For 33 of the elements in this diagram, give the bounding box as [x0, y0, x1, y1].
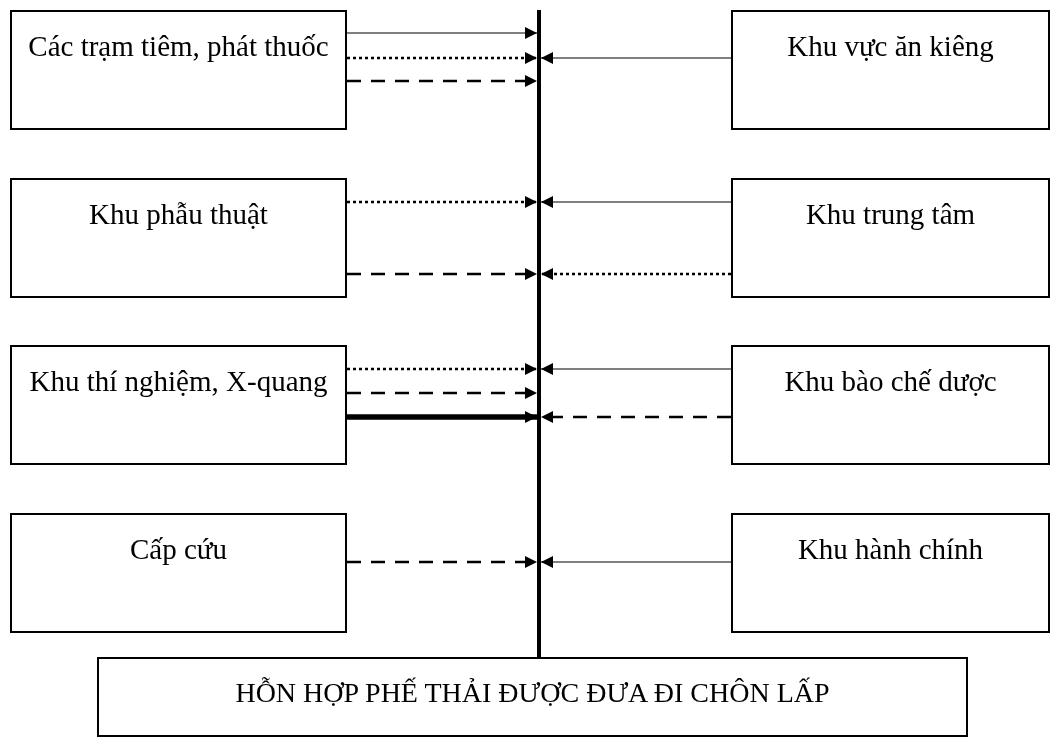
arrow: [540, 556, 732, 568]
box-label: Cấp cứu: [129, 532, 228, 567]
area-box: [10, 10, 347, 130]
box-label: Khu hành chính: [797, 532, 984, 567]
area-box: [731, 345, 1050, 465]
arrow: [347, 363, 537, 375]
area-box: [731, 10, 1050, 130]
arrow: [347, 268, 537, 280]
area-box: [10, 345, 347, 465]
box-label: HỖN HỢP PHẾ THẢI ĐƯỢC ĐƯA ĐI CHÔN LẤP: [235, 676, 830, 710]
arrow: [346, 27, 538, 39]
box-label: Khu vực ăn kiêng: [787, 29, 994, 64]
arrow: [540, 52, 732, 64]
box-label: Khu thí nghiệm, X-quang: [29, 364, 328, 399]
arrow: [347, 52, 537, 64]
box-label: Các trạm tiêm, phát thuốc: [28, 29, 329, 64]
area-box: [731, 513, 1050, 633]
area-box: [731, 178, 1050, 298]
area-box: [10, 178, 347, 298]
arrow: [347, 411, 537, 423]
arrow: [347, 387, 537, 399]
arrow: [347, 75, 537, 87]
area-box: [10, 513, 347, 633]
arrow: [347, 556, 537, 568]
arrow: [541, 268, 731, 280]
box-label: Khu trung tâm: [805, 197, 976, 232]
arrow: [540, 363, 732, 375]
area-box: [97, 657, 968, 737]
arrow: [540, 196, 732, 208]
box-label: Khu bào chế dược: [784, 364, 997, 399]
arrow: [347, 196, 537, 208]
box-label: Khu phẫu thuật: [89, 197, 268, 232]
arrow: [541, 411, 731, 423]
